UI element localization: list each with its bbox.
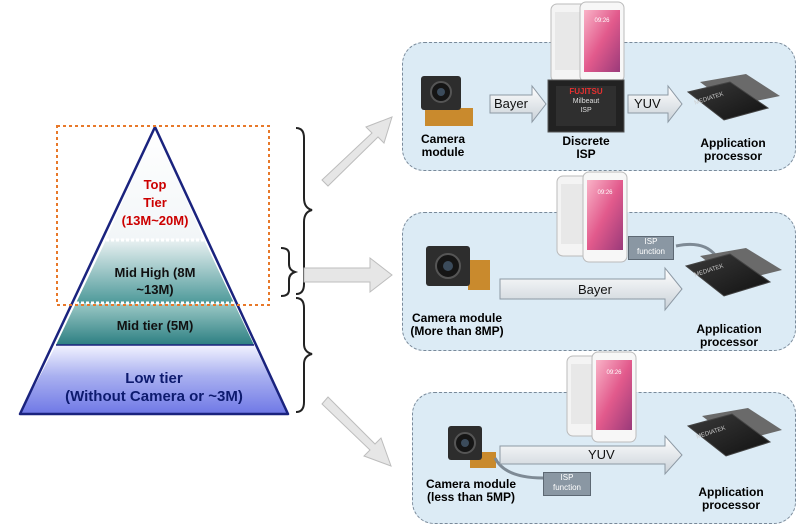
isp-function-box-low: ISP function <box>543 472 591 496</box>
top-tier-label: Top Tier (13M~20M) <box>100 176 210 230</box>
isp-connector-low <box>493 457 544 480</box>
phone-color-top <box>579 1 625 83</box>
discrete-isp-line2: ISP <box>576 147 596 161</box>
ap-chip-top <box>686 74 780 121</box>
ap-mid-label: Application processor <box>684 323 774 349</box>
connector-arrow-mid <box>303 256 393 294</box>
camera-module-mid-line2: (More than 8MP) <box>410 324 504 338</box>
pyramid-mid-high-tier <box>76 240 234 303</box>
brace-low <box>295 297 313 413</box>
camera-module-low-image <box>448 426 496 468</box>
discrete-isp-chip <box>547 79 625 133</box>
arrow-bayer-top <box>489 84 547 124</box>
isp-chip-type: ISP <box>580 107 592 114</box>
camera-module-top-image <box>421 76 473 126</box>
pyramid-top-tier <box>106 127 204 240</box>
phone-color-mid <box>582 171 628 263</box>
top-tier-line1: Top <box>143 177 167 192</box>
phone-clock-mid: 09:26 <box>597 190 613 196</box>
ap-chip-low <box>686 408 782 457</box>
brace-top <box>295 127 313 295</box>
arrow-yuv-top <box>627 84 683 124</box>
low-tier-line2: (Without Camera or ~3M) <box>65 388 243 405</box>
yuv-low-label: YUV <box>588 447 615 462</box>
isp-chip-model: Milbeaut <box>572 98 600 105</box>
ap-mid-line2: processor <box>699 335 759 349</box>
arrow-yuv-low <box>499 434 683 476</box>
top-tier-line3: (13M~20M) <box>121 213 189 228</box>
isp-box-mid-line1: ISP <box>644 237 658 246</box>
camera-module-top-line2: module <box>421 145 465 159</box>
arrow-bayer-mid <box>499 266 683 312</box>
bayer-mid-label: Bayer <box>578 282 612 297</box>
phone-clock-top: 09:26 <box>594 18 610 24</box>
isp-box-mid-line2: function <box>636 247 666 256</box>
phone-clock-low: 09:26 <box>606 370 622 376</box>
isp-chip-marking: FUJITSU Milbeaut ISP <box>556 87 616 115</box>
pyramid-outline <box>18 125 290 416</box>
isp-box-low-line2: function <box>552 483 582 492</box>
mid-tier-label: Mid tier (5M) <box>116 318 194 333</box>
camera-module-mid-line1: Camera module <box>411 311 503 325</box>
ap-low-line2: processor <box>701 498 761 512</box>
top-tier-line2: Tier <box>143 195 167 210</box>
phone-color-low <box>591 351 637 443</box>
camera-module-top-line1: Camera <box>420 132 466 146</box>
high-tier-highlight-box <box>56 125 270 306</box>
mid-high-line2: ~13M) <box>136 282 174 297</box>
ap-top-line1: Application <box>700 136 766 150</box>
bayer-top-label: Bayer <box>494 96 528 111</box>
pyramid-low-tier <box>20 345 288 414</box>
discrete-isp-label: Discrete ISP <box>550 135 622 161</box>
yuv-top-label: YUV <box>634 96 661 111</box>
pyramid-mid-tier <box>56 303 254 345</box>
camera-module-top-label: Camera module <box>408 133 478 159</box>
ap-top-label: Application processor <box>688 137 778 163</box>
connector-arrow-low <box>321 396 392 467</box>
ap-low-line1: Application <box>698 485 764 499</box>
isp-loop-arrow-mid <box>675 242 718 257</box>
low-tier-line1: Low tier <box>125 370 183 387</box>
brace-mid <box>280 247 299 297</box>
camera-module-low-line2: (less than 5MP) <box>426 490 516 504</box>
isp-function-box-mid: ISP function <box>628 236 674 260</box>
connector-arrow-top <box>321 116 393 187</box>
camera-module-low-label: Camera module (less than 5MP) <box>416 478 526 504</box>
isp-box-low-line1: ISP <box>560 473 574 482</box>
ap-chip-mid <box>684 248 782 297</box>
camera-module-mid-label: Camera module (More than 8MP) <box>402 312 512 338</box>
discrete-isp-line1: Discrete <box>562 134 610 148</box>
mid-high-tier-label: Mid High (8M ~13M) <box>85 264 225 298</box>
ap-mid-line1: Application <box>696 322 762 336</box>
camera-module-mid-image <box>426 246 490 290</box>
isp-chip-brand: FUJITSU <box>569 87 603 96</box>
ap-low-label: Application processor <box>686 486 776 512</box>
ap-top-line2: processor <box>703 149 763 163</box>
camera-module-low-line1: Camera module <box>425 477 517 491</box>
low-tier-label: Low tier (Without Camera or ~3M) <box>20 370 288 406</box>
mid-high-line1: Mid High (8M <box>114 265 196 280</box>
